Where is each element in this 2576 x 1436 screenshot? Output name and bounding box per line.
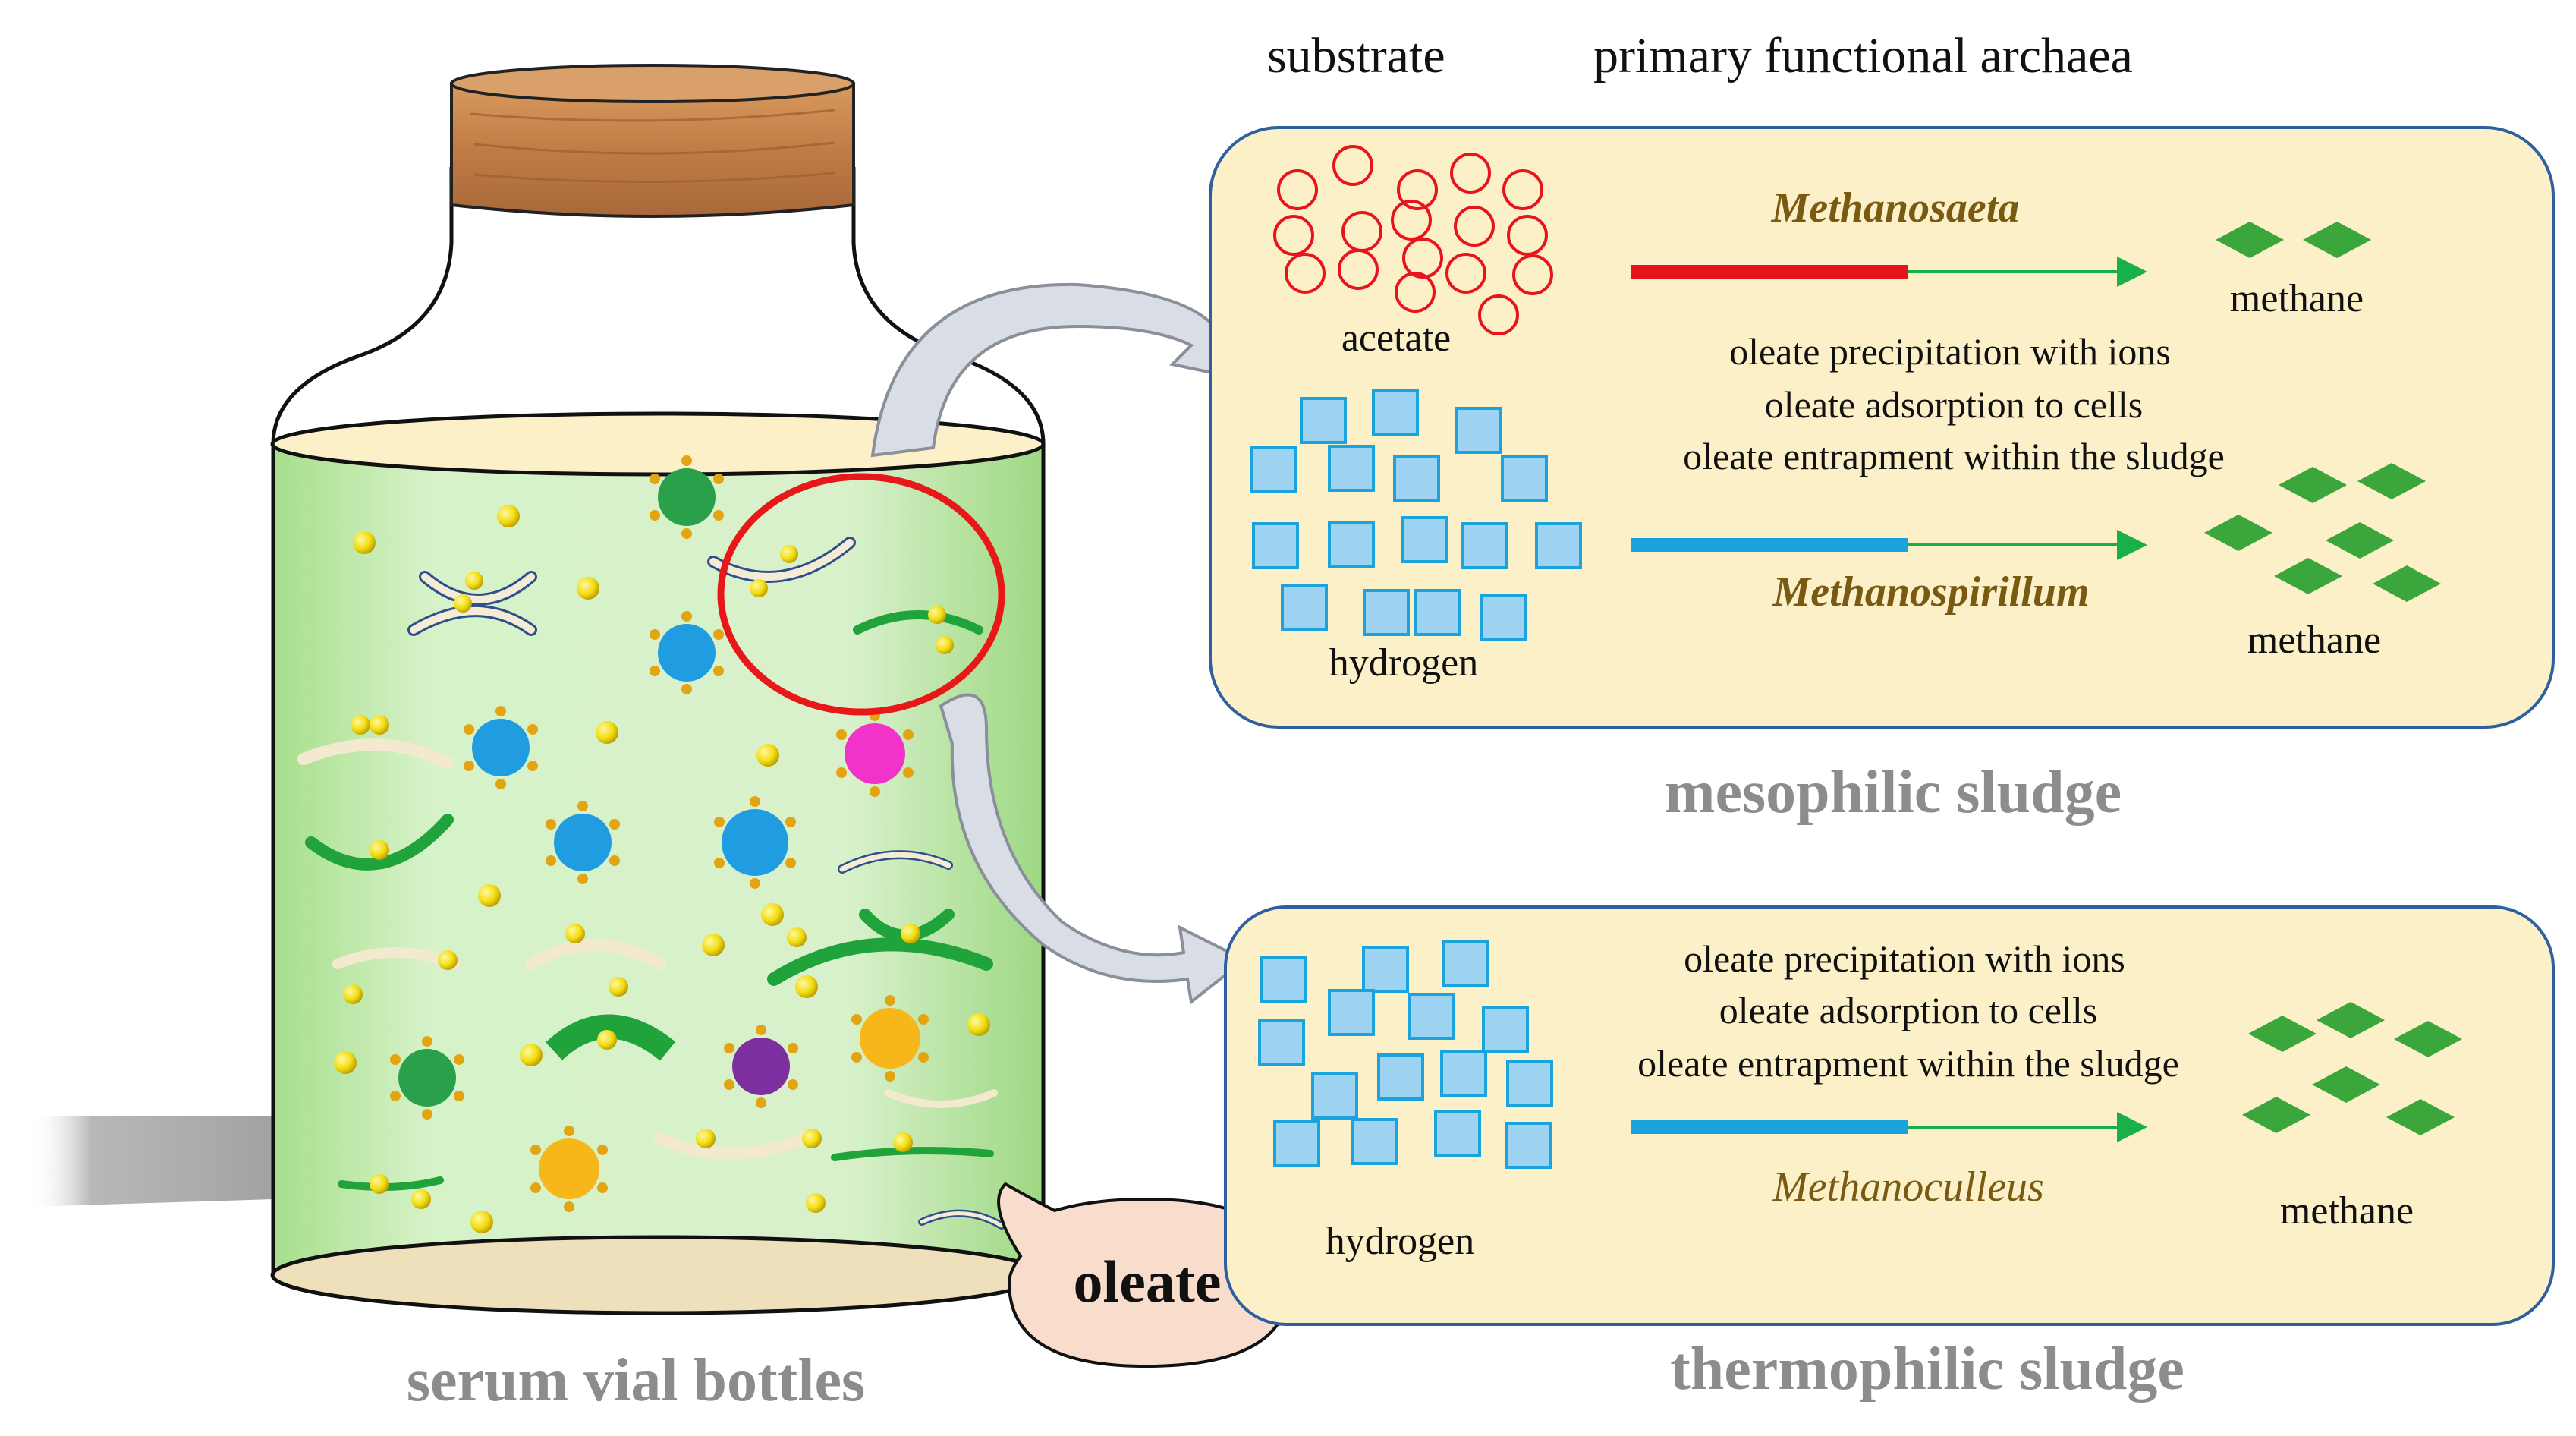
methane-diamonds-thermophilic bbox=[2242, 1002, 2462, 1135]
thermophilic-caption: thermophilic sludge bbox=[1670, 1336, 2184, 1403]
archaeal-cells bbox=[390, 455, 929, 1212]
mesophilic-note-1: oleate precipitation with ions bbox=[1729, 330, 2171, 373]
methanospirillum-label: Methanospirillum bbox=[1772, 568, 2089, 616]
mesophilic-caption: mesophilic sludge bbox=[1665, 759, 2122, 826]
bottle-liquid bbox=[273, 444, 1043, 1298]
highlight-ring bbox=[717, 473, 1005, 716]
bottle-cork bbox=[450, 82, 855, 218]
oleate-callout-label: oleate bbox=[1074, 1249, 1222, 1315]
mesophilic-panel-box bbox=[1209, 126, 2555, 729]
bottle-shadow bbox=[30, 1116, 273, 1207]
methane-diamonds-acetate bbox=[2216, 222, 2371, 258]
acetate-circles bbox=[1273, 145, 1553, 335]
mesophilic-note-3: oleate entrapment within the sludge bbox=[1683, 435, 2225, 477]
hydrogen-squares-thermophilic bbox=[1258, 940, 1553, 1169]
cork-grain bbox=[470, 109, 835, 184]
header-substrate: substrate bbox=[1267, 28, 1445, 83]
bottle-bottom bbox=[270, 1235, 1046, 1315]
mesophilic-note-2: oleate adsorption to cells bbox=[1765, 383, 2143, 426]
cork-top bbox=[450, 64, 855, 103]
thermophilic-panel-box bbox=[1224, 905, 2555, 1326]
thermophilic-note-2: oleate adsorption to cells bbox=[1719, 989, 2097, 1031]
thermophilic-note-1: oleate precipitation with ions bbox=[1684, 937, 2125, 980]
flow-arrow-to-thermophilic bbox=[939, 693, 1247, 1005]
methane-diamonds-hydrogen bbox=[2204, 463, 2441, 602]
thermophilic-panel: hydrogen oleate precipitation with ions … bbox=[1224, 905, 2555, 1326]
acetate-label: acetate bbox=[1341, 316, 1451, 360]
hydrogen-label-thermophilic: hydrogen bbox=[1326, 1220, 1474, 1263]
methanosaeta-label: Methanosaeta bbox=[1771, 184, 2020, 231]
methane-label-thermophilic: methane bbox=[2280, 1189, 2414, 1233]
methane-label-acetate: methane bbox=[2230, 277, 2364, 320]
header-archaea: primary functional archaea bbox=[1593, 28, 2133, 83]
hydrogen-label-mesophilic: hydrogen bbox=[1329, 641, 1478, 685]
methane-label-hydrogen: methane bbox=[2247, 619, 2381, 662]
serum-vial-bottle bbox=[30, 64, 1046, 1315]
methanoculleus-label: Methanoculleus bbox=[1772, 1164, 2044, 1211]
flow-arrow-to-mesophilic bbox=[870, 282, 1247, 458]
bottle-caption: serum vial bottles bbox=[407, 1347, 865, 1414]
oleate-callout: oleate bbox=[997, 1182, 1292, 1368]
hydrogen-squares-mesophilic bbox=[1250, 389, 1582, 641]
oleate-droplets bbox=[334, 505, 990, 1233]
thermophilic-note-3: oleate entrapment within the sludge bbox=[1637, 1042, 2179, 1085]
mesophilic-panel: acetate Methanosaeta methane oleate prec… bbox=[1209, 126, 2555, 729]
